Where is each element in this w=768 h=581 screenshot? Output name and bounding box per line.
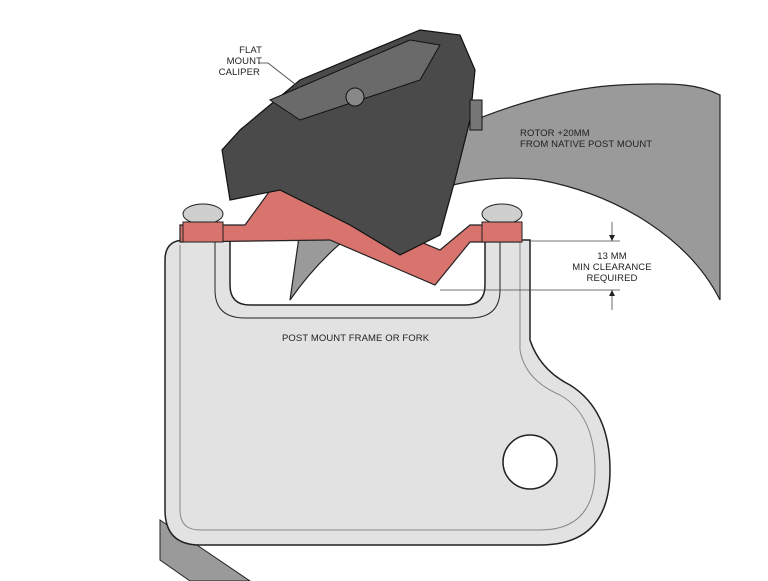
rotor-label-line2: FROM NATIVE POST MOUNT <box>520 139 653 150</box>
frame-label: POST MOUNT FRAME OR FORK <box>282 333 430 344</box>
clearance-label-line1: 13 MM <box>597 251 627 262</box>
bolt-left <box>182 203 224 225</box>
rotor-label: ROTOR +20MM FROM NATIVE POST MOUNT <box>520 128 652 150</box>
bolt-right <box>481 203 523 225</box>
clearance-label: 13 MM MIN CLEARANCE REQUIRED <box>562 251 662 284</box>
post-mount-frame <box>164 239 611 546</box>
caliper-label: FLAT MOUNT CALIPER <box>207 45 262 78</box>
clearance-label-line3: REQUIRED <box>586 273 638 284</box>
caliper-label-line2: CALIPER <box>218 67 260 78</box>
mount-hole <box>502 434 558 490</box>
caliper <box>221 29 476 256</box>
caliper-label-line1: FLAT MOUNT <box>226 45 262 67</box>
rotor-label-line1: ROTOR +20MM <box>520 128 590 139</box>
caliper-bolt <box>345 87 365 107</box>
clearance-label-line2: MIN CLEARANCE <box>572 262 652 273</box>
